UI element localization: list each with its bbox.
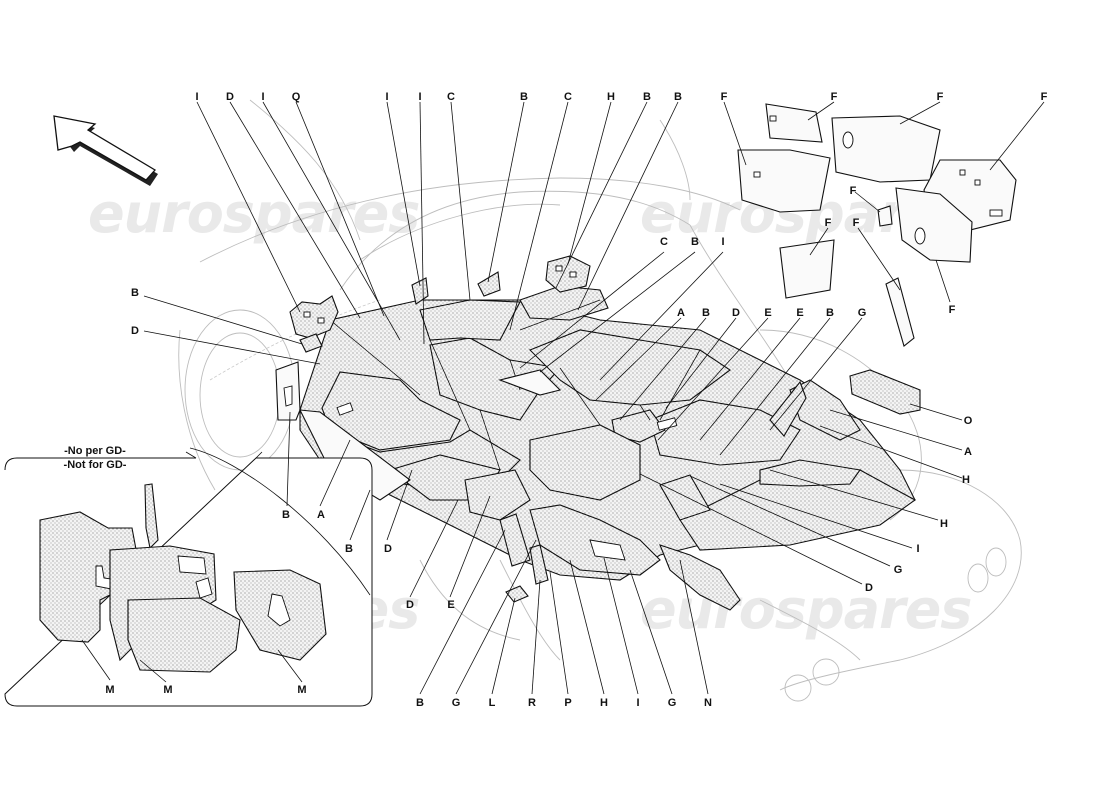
callout-label: F [949, 304, 956, 316]
car-body-outline [178, 99, 1022, 702]
f-panel-2 [765, 103, 823, 143]
callout-label: D [406, 599, 414, 611]
callout-label: H [962, 474, 970, 486]
watermark: eurospares [640, 578, 971, 641]
callout-label: E [796, 307, 803, 319]
callout-label: D [384, 543, 392, 555]
callout-label: B [282, 509, 290, 521]
callout-label: I [636, 697, 639, 709]
callout-label: B [345, 543, 353, 555]
right-floor-mat [649, 399, 801, 466]
gd-variant-inset: -No per GD- -Not for GD- M M M [4, 445, 373, 707]
left-small-plate [299, 333, 323, 353]
callout-label: D [226, 91, 234, 103]
callout-label: F [850, 185, 857, 197]
callout-label: I [385, 91, 388, 103]
callout-label: A [964, 446, 972, 458]
f-strip-2 [885, 277, 915, 347]
callout-label: B [702, 307, 710, 319]
callout-label: R [528, 697, 536, 709]
g-footrest [499, 513, 531, 567]
callout-label: M [163, 684, 172, 696]
callout-label: H [607, 91, 615, 103]
callout-label: N [704, 697, 712, 709]
callout-label: G [894, 564, 903, 576]
wheelhouse-panels [737, 103, 1017, 347]
callout-label: G [668, 697, 677, 709]
callout-label: B [520, 91, 528, 103]
callout-label: B [416, 697, 424, 709]
callout-labels: I D I Q I I C B C H B B F F F F B D C B … [131, 91, 1048, 709]
f-panel-3 [831, 115, 941, 183]
callout-label: P [564, 697, 571, 709]
bulkhead-clip [411, 277, 429, 305]
callout-label: F [825, 217, 832, 229]
callout-label: H [940, 518, 948, 530]
rear-lower-left [659, 474, 711, 521]
inset-title-line2: -Not for GD- [64, 459, 127, 471]
curved-floor-edge [529, 504, 661, 576]
left-upper-bracket [289, 295, 339, 339]
callout-label: I [418, 91, 421, 103]
inset-title-line1: -No per GD- [64, 445, 126, 457]
callout-label: C [447, 91, 455, 103]
callout-label: G [858, 307, 867, 319]
front-direction-arrow-icon [53, 115, 158, 186]
callout-label: B [131, 287, 139, 299]
callout-label: I [195, 91, 198, 103]
callout-label: D [131, 325, 139, 337]
front-lower-parts [499, 504, 741, 611]
callout-label: F [721, 91, 728, 103]
f-panel-1 [737, 149, 831, 213]
callout-label: E [764, 307, 771, 319]
callout-label: I [261, 91, 264, 103]
callout-label: F [853, 217, 860, 229]
f-strip-1 [779, 239, 835, 299]
callout-label: B [674, 91, 682, 103]
callout-label: B [691, 236, 699, 248]
rear-compartment-panels [659, 369, 921, 521]
rear-bulkhead-top [545, 255, 591, 293]
bulkhead-triangle [477, 271, 501, 297]
callout-label: H [600, 697, 608, 709]
watermark: eurospares [88, 182, 419, 245]
callout-label: A [677, 307, 685, 319]
f-panel-5 [895, 187, 973, 263]
callout-label: D [732, 307, 740, 319]
o-panel [849, 369, 921, 415]
callout-label: I [721, 236, 724, 248]
inset-mat-lower [127, 597, 241, 673]
callout-label: C [660, 236, 668, 248]
f-small-clip [877, 205, 893, 227]
rear-left-wall [769, 380, 807, 437]
rear-center-strip [759, 459, 861, 487]
callout-label: M [297, 684, 306, 696]
callout-label: O [964, 415, 973, 427]
callout-label: Q [292, 91, 301, 103]
callout-label: B [826, 307, 834, 319]
callout-label: C [564, 91, 572, 103]
callout-label: A [317, 509, 325, 521]
inset-mat-tall [144, 483, 159, 550]
callout-label: F [1041, 91, 1048, 103]
lower-center-mat [464, 469, 531, 521]
tunnel-mat [529, 424, 641, 501]
p-bracket [529, 544, 549, 585]
callout-label: G [452, 697, 461, 709]
rear-right-wall [789, 379, 861, 441]
callout-label: I [916, 543, 919, 555]
l-small-pad [505, 585, 529, 603]
callout-label: E [447, 599, 454, 611]
front-bulkhead-panels [411, 255, 609, 331]
callout-label: D [865, 582, 873, 594]
callout-label: F [937, 91, 944, 103]
callout-label: B [643, 91, 651, 103]
callout-label: M [105, 684, 114, 696]
leader-lines [143, 101, 1045, 695]
callout-label: F [831, 91, 838, 103]
callout-label: L [489, 697, 496, 709]
